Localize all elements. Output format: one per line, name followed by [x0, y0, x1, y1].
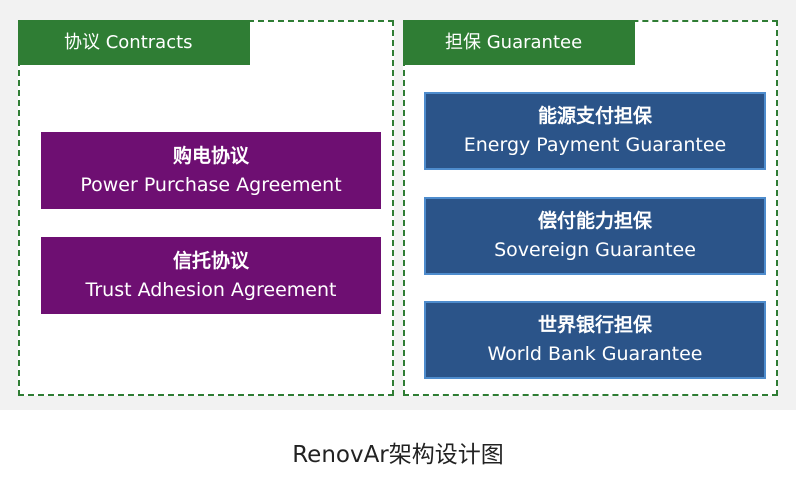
- power-purchase-agreement-box: 购电协议 Power Purchase Agreement: [41, 132, 381, 209]
- box-label-zh: 偿付能力担保: [537, 210, 652, 232]
- diagram-caption: RenovAr架构设计图: [292, 442, 504, 468]
- box-label-zh: 能源支付担保: [537, 105, 652, 127]
- trust-adhesion-agreement-box: 信托协议 Trust Adhesion Agreement: [41, 237, 381, 314]
- box-label-zh: 世界银行担保: [537, 314, 652, 336]
- energy-payment-guarantee-box: 能源支付担保 Energy Payment Guarantee: [424, 92, 766, 170]
- guarantee-group: 担保 Guarantee 能源支付担保 Energy Payment Guara…: [403, 20, 778, 396]
- box-label-en: Sovereign Guarantee: [494, 239, 696, 261]
- contracts-group: 协议 Contracts 购电协议 Power Purchase Agreeme…: [18, 20, 394, 396]
- box-label-zh: 信托协议: [172, 249, 249, 272]
- box-label-en: Power Purchase Agreement: [80, 173, 342, 196]
- diagram-canvas: 协议 Contracts 购电协议 Power Purchase Agreeme…: [0, 0, 796, 410]
- box-label-en: World Bank Guarantee: [487, 343, 703, 365]
- guarantee-group-title: 担保 Guarantee: [403, 20, 635, 65]
- contracts-group-title: 协议 Contracts: [18, 20, 250, 65]
- box-label-zh: 购电协议: [172, 144, 249, 167]
- world-bank-guarantee-box: 世界银行担保 World Bank Guarantee: [424, 301, 766, 379]
- sovereign-guarantee-box: 偿付能力担保 Sovereign Guarantee: [424, 197, 766, 275]
- box-label-en: Trust Adhesion Agreement: [85, 278, 337, 301]
- box-label-en: Energy Payment Guarantee: [463, 134, 727, 156]
